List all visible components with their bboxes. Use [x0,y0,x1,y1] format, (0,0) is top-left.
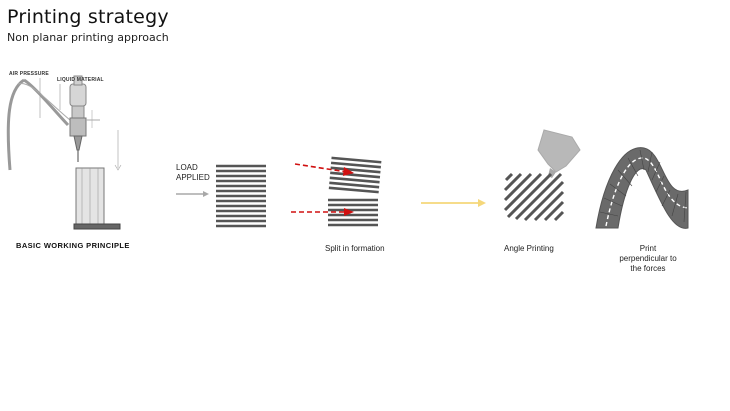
angle-printing-layers [503,172,565,222]
load-label-line2: APPLIED [176,173,210,182]
red-dashed-arrow-upper [294,163,354,176]
basic-working-principle-caption: BASIC WORKING PRINCIPLE [16,241,130,250]
angle-printing-nozzle [537,129,581,178]
angle-printing-caption: Angle Printing [504,244,554,253]
liquid-material-label: LIQUID MATERIAL [57,77,104,83]
split-block-bottom [328,198,378,227]
page-subtitle: Non planar printing approach [7,31,169,44]
printer-machine-illustration [6,75,122,230]
red-dashed-arrow-lower [291,208,354,216]
perpendicular-caption-line1: Print [639,244,657,253]
load-arrow [176,191,209,197]
perpendicular-caption-line3: the forces [630,264,666,273]
load-label-line1: LOAD [176,163,198,172]
page-title: Printing strategy [7,6,169,28]
layered-block [216,164,266,228]
yellow-arrow [421,199,486,207]
split-in-formation-caption: Split in formation [325,244,385,253]
perpendicular-caption-line2: perpendicular to [619,254,677,263]
air-pressure-label: AIR PRESSURE [9,71,49,77]
perpendicular-arch [595,147,689,229]
split-block-top [328,156,382,194]
